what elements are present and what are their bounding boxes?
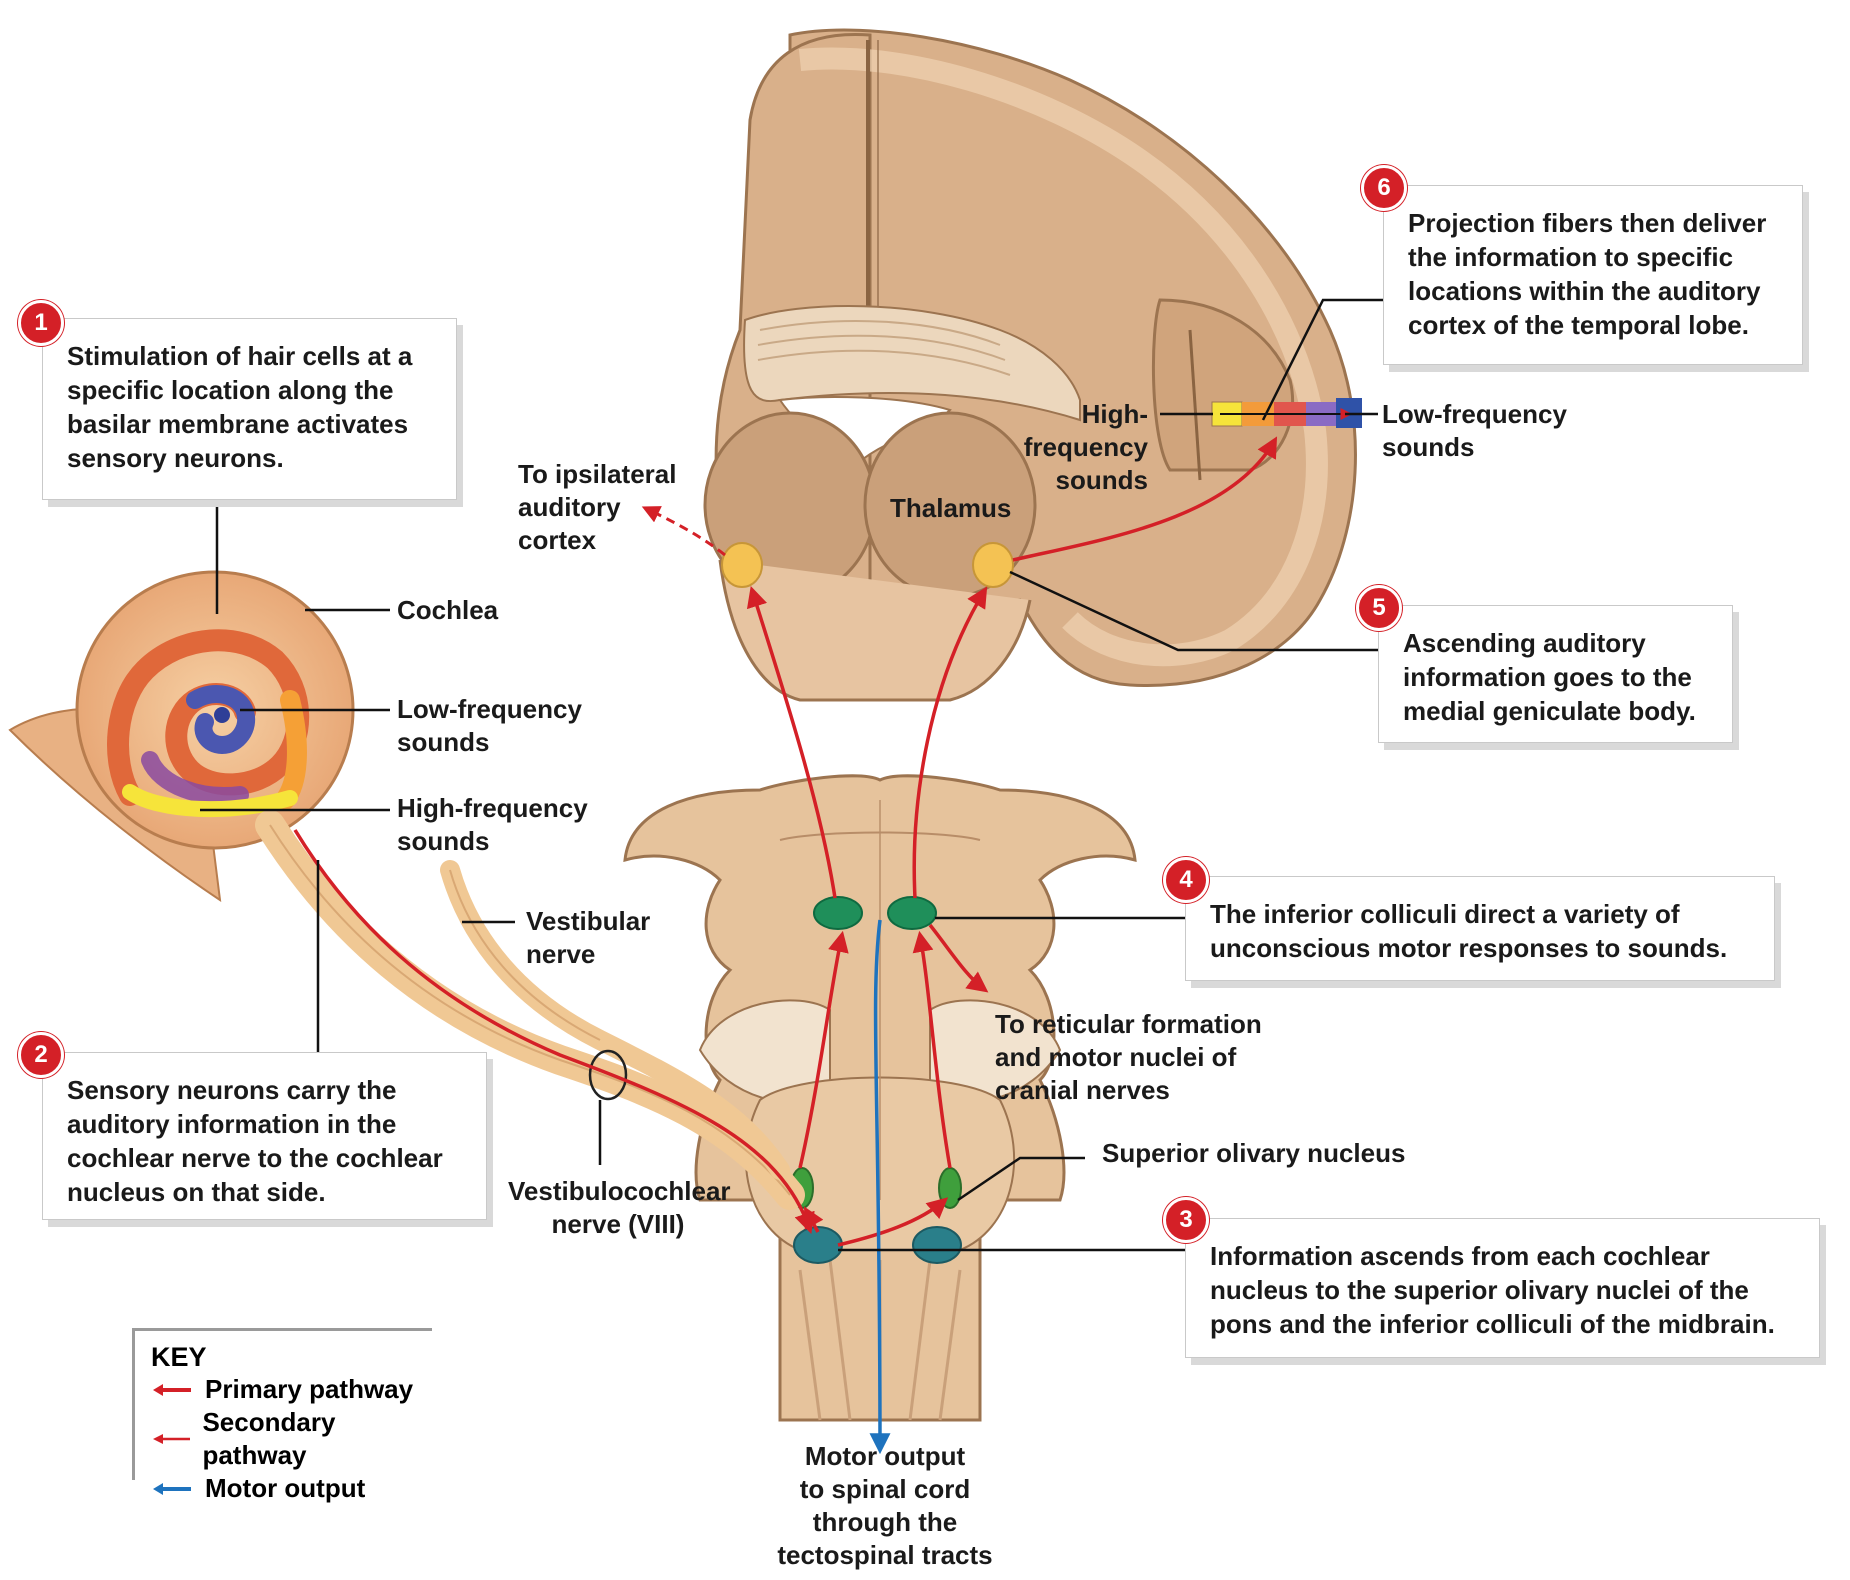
label-cortex-high-frequency: High- frequency sounds bbox=[1023, 399, 1148, 495]
label-thalamus: Thalamus bbox=[890, 493, 1012, 523]
legend-primary-pathway: Primary pathway bbox=[151, 1373, 432, 1406]
leader-lines bbox=[200, 298, 1383, 1252]
step-1-badge: 1 bbox=[18, 300, 64, 346]
cochlear-nerve bbox=[255, 810, 805, 1210]
callout-5: Ascending auditory information goes to t… bbox=[1378, 605, 1733, 743]
cochlear-nucleus-right bbox=[912, 1226, 962, 1264]
label-cochlea: Cochlea bbox=[397, 595, 499, 625]
cochlear-nucleus-left bbox=[793, 1226, 843, 1264]
inferior-colliculus-right bbox=[887, 896, 937, 930]
callout-5-text: Ascending auditory information goes to t… bbox=[1403, 628, 1696, 726]
label-superior-olivary-nucleus: Superior olivary nucleus bbox=[1102, 1138, 1406, 1168]
legend-secondary-pathway: Secondary pathway bbox=[151, 1406, 432, 1472]
step-3-badge: 3 bbox=[1163, 1197, 1209, 1243]
cerebrum-section bbox=[703, 28, 1362, 702]
callout-4: The inferior colliculi direct a variety … bbox=[1185, 876, 1775, 981]
legend-motor-output: Motor output bbox=[151, 1472, 432, 1505]
legend-key: KEY Primary pathway Secondary pathway Mo… bbox=[132, 1328, 432, 1503]
callout-3-text: Information ascends from each cochlear n… bbox=[1210, 1241, 1775, 1339]
primary-pathway-arrows bbox=[293, 436, 1278, 1247]
medial-geniculate-left bbox=[721, 542, 763, 588]
callout-1-text: Stimulation of hair cells at a specific … bbox=[67, 341, 413, 473]
label-ipsilateral-cortex: To ipsilateral auditory cortex bbox=[518, 459, 677, 555]
legend-title: KEY bbox=[151, 1342, 207, 1372]
step-2-badge: 2 bbox=[18, 1032, 64, 1078]
label-vestibular-nerve: Vestibular nerve bbox=[526, 906, 651, 969]
label-cortex-low-frequency: Low-frequency sounds bbox=[1382, 399, 1567, 462]
step-5-badge: 5 bbox=[1356, 585, 1402, 631]
medial-geniculate-right bbox=[972, 542, 1014, 588]
cochlea-illustration bbox=[8, 570, 355, 903]
callout-4-text: The inferior colliculi direct a variety … bbox=[1210, 899, 1728, 963]
arrow-left-blue-icon bbox=[153, 1482, 191, 1495]
label-cochlea-high-frequency: High-frequency sounds bbox=[397, 793, 588, 856]
label-cochlea-low-frequency: Low-frequency sounds bbox=[397, 694, 582, 757]
arrow-left-red-icon bbox=[153, 1383, 191, 1396]
motor-output-arrow bbox=[869, 919, 891, 1455]
step-4-badge: 4 bbox=[1163, 857, 1209, 903]
callout-3: Information ascends from each cochlear n… bbox=[1185, 1218, 1820, 1358]
label-motor-output: Motor output to spinal cord through the … bbox=[777, 1441, 993, 1570]
inferior-colliculus-left bbox=[813, 896, 863, 930]
arrow-left-red-thin-icon bbox=[153, 1434, 191, 1444]
callout-6: Projection fibers then deliver the infor… bbox=[1383, 185, 1803, 365]
label-reticular-formation: To reticular formation and motor nuclei … bbox=[995, 1009, 1262, 1105]
ipsilateral-pathway-arrow bbox=[641, 506, 726, 557]
callout-6-text: Projection fibers then deliver the infor… bbox=[1408, 208, 1767, 340]
step-6-badge: 6 bbox=[1361, 165, 1407, 211]
label-vestibulocochlear-nerve: Vestibulocochlear nerve (VIII) bbox=[508, 1176, 731, 1239]
callout-2: Sensory neurons carry the auditory infor… bbox=[42, 1052, 487, 1220]
callout-1: Stimulation of hair cells at a specific … bbox=[42, 318, 457, 500]
callout-2-text: Sensory neurons carry the auditory infor… bbox=[67, 1075, 443, 1207]
